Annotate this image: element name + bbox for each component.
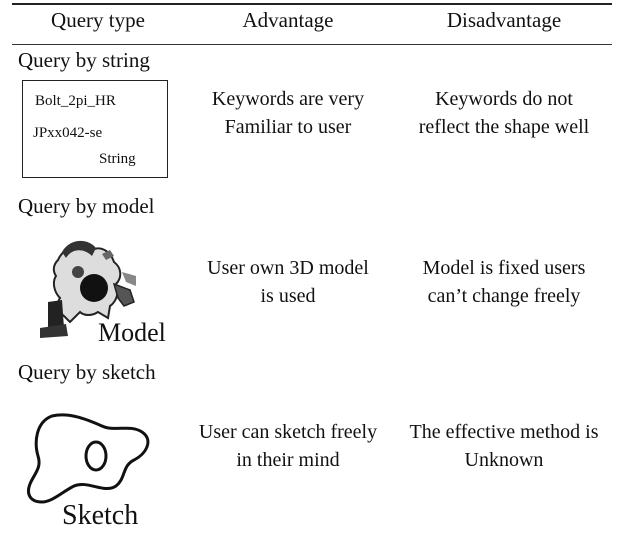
disadvantage-string-line-2: reflect the shape well (418, 116, 590, 138)
header-rule (12, 44, 612, 45)
section-query-by-sketch: Query by sketch (18, 360, 156, 384)
disadvantage-string: Keywords do not reflect the shape well (394, 85, 614, 141)
advantage-model-line-1: User own 3D model (207, 257, 369, 279)
disadvantage-sketch-line-2: Unknown (464, 449, 544, 471)
disadvantage-sketch: The effective method is Unknown (394, 418, 614, 474)
advantage-sketch: User can sketch freely in their mind (190, 418, 386, 474)
disadvantage-string-line-1: Keywords do not (435, 88, 573, 110)
section-query-by-model: Query by model (18, 194, 155, 218)
disadvantage-model: Model is fixed users can’t change freely (394, 254, 614, 310)
header-query-type: Query type (51, 8, 145, 32)
advantage-model: User own 3D model is used (190, 254, 386, 310)
top-rule (12, 3, 612, 5)
advantage-sketch-line-2: in their mind (236, 449, 340, 471)
disadvantage-model-line-1: Model is fixed users (422, 257, 586, 279)
advantage-string: Keywords are very Familiar to user (190, 85, 386, 141)
advantage-string-line-1: Keywords are very (211, 88, 365, 110)
disadvantage-sketch-line-1: The effective method is (409, 421, 599, 443)
sketch-drawing-icon (27, 413, 150, 504)
advantage-sketch-line-1: User can sketch freely (198, 421, 378, 443)
advantage-model-line-2: is used (260, 285, 316, 307)
string-figure-label: String (99, 151, 136, 167)
advantage-string-line-2: Familiar to user (224, 116, 352, 138)
header-disadvantage: Disadvantage (446, 8, 562, 32)
3d-model-icon (40, 240, 136, 338)
string-example-2: JPxx042-se (33, 125, 103, 141)
string-query-figure: Bolt_2pi_HR JPxx042-se String (22, 80, 168, 178)
disadvantage-model-line-2: can’t change freely (427, 285, 581, 307)
sketch-figure-label: Sketch (62, 500, 139, 531)
string-example-1: Bolt_2pi_HR (35, 93, 116, 109)
model-figure-label: Model (98, 318, 166, 347)
header-advantage: Advantage (242, 8, 334, 32)
section-query-by-string: Query by string (18, 48, 150, 72)
